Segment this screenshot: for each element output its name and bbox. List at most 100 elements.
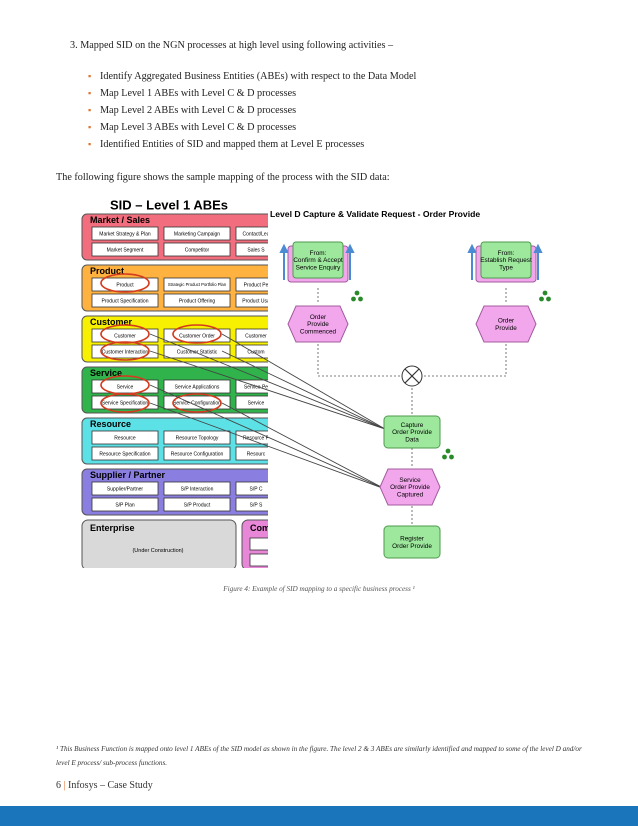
abe-label: S/P C	[250, 486, 263, 492]
abe-box	[91, 242, 159, 257]
abe-label: Customer Interaction	[102, 349, 149, 355]
activity-list: Identify Aggregated Business Entities (A…	[88, 68, 416, 153]
abe-label: Strategic Product Portfolio Plan	[168, 282, 227, 287]
page-number: 6	[56, 780, 61, 791]
state-node	[475, 305, 537, 343]
list-item: Map Level 2 ABEs with Level C & D proces…	[88, 102, 416, 119]
abe-label: Service Specification	[102, 400, 149, 406]
highlight-ring	[172, 324, 222, 344]
abe-box	[91, 481, 159, 496]
abe-label: Product Pe	[244, 282, 269, 288]
abe-box	[163, 395, 231, 410]
footer-bar	[0, 806, 638, 826]
abe-label: Service Configuration	[173, 400, 221, 406]
process-title: Level D Capture & Validate Request - Ord…	[270, 209, 480, 219]
event-node-front	[292, 241, 344, 279]
abe-label: Custom	[247, 349, 264, 355]
abe-box	[91, 344, 159, 359]
abe-label: Customer	[114, 333, 136, 339]
abe-box	[163, 446, 231, 461]
abe-box	[91, 395, 159, 410]
flow-connector	[317, 344, 400, 377]
footer-title: Infosys – Case Study	[68, 780, 153, 791]
abe-box	[163, 430, 231, 445]
abe-box	[163, 379, 231, 394]
enterprise-label: Enterprise	[90, 523, 135, 533]
state-node	[379, 468, 441, 506]
abe-label: Contact/Lea	[243, 231, 270, 237]
domain-label: Service	[90, 368, 122, 378]
abe-label: Service Pe	[244, 384, 268, 390]
org-unit-icon	[442, 448, 454, 460]
highlight-ring	[100, 324, 150, 344]
mapping-line	[221, 350, 386, 430]
abe-label: Service Applications	[175, 384, 220, 390]
abe-label: Market Strategy & Plan	[99, 231, 151, 237]
abe-box	[91, 430, 159, 445]
abe-label: S/P Plan	[115, 502, 135, 508]
figure-caption: Figure 4: Example of SID mapping to a sp…	[223, 585, 415, 593]
abe-label: Product Usa	[242, 298, 270, 304]
abe-label: Product Offering	[179, 298, 216, 304]
abe-label: Resource Configuration	[171, 451, 224, 457]
flow-arrow-icon	[279, 243, 289, 280]
abe-label: S/P S	[250, 502, 263, 508]
abe-box	[91, 226, 159, 241]
abe-box	[163, 344, 231, 359]
flow-connector	[424, 344, 507, 377]
abe-box	[163, 328, 231, 343]
highlight-ring	[172, 393, 222, 413]
function-node	[383, 525, 441, 559]
page-footer: 6 | Infosys – Case Study	[56, 780, 153, 791]
domain-label: Supplier / Partner	[90, 470, 166, 480]
mapping-line	[221, 333, 386, 430]
flow-arrow-icon	[467, 243, 477, 280]
abe-box	[91, 379, 159, 394]
mapping-line	[221, 402, 386, 490]
abe-box	[91, 277, 159, 292]
mapping-line	[149, 333, 386, 430]
abe-label: Product	[116, 282, 134, 288]
abe-box	[163, 481, 231, 496]
domain-label: Product	[90, 266, 124, 276]
list-item: Identify Aggregated Business Entities (A…	[88, 68, 416, 85]
abe-label: Sales S	[247, 247, 265, 253]
abe-label: S/P Interaction	[181, 486, 214, 492]
abe-label: Resource Specification	[99, 451, 150, 457]
abe-label: Customer Statistic	[177, 349, 218, 355]
footnote: ¹ This Business Function is mapped onto …	[56, 745, 582, 767]
sid-title: SID – Level 1 ABEs	[110, 198, 228, 213]
list-item: Map Level 1 ABEs with Level C & D proces…	[88, 85, 416, 102]
abe-box	[163, 226, 231, 241]
abe-label: Marketing Campaign	[174, 231, 220, 237]
list-item: Map Level 3 ABEs with Level C & D proces…	[88, 119, 416, 136]
abe-box	[163, 497, 231, 512]
abe-box	[91, 446, 159, 461]
abe-label: Resourc	[247, 451, 266, 457]
abe-label: Service	[117, 384, 134, 390]
abe-label: Resource Topology	[176, 435, 219, 441]
enterprise-note: (Under Construction)	[132, 548, 183, 554]
list-intro: 3. Mapped SID on the NGN processes at hi…	[70, 40, 394, 51]
mapping-line	[149, 402, 386, 490]
abe-label: Product Specification	[102, 298, 149, 304]
domain-label: Resource	[90, 419, 131, 429]
intro-paragraph: The following figure shows the sample ma…	[56, 172, 390, 183]
domain-label: Customer	[90, 317, 133, 327]
abe-label: Supplier/Partner	[107, 486, 143, 492]
state-node	[287, 305, 349, 343]
highlight-ring	[100, 341, 150, 361]
footer-separator: |	[63, 780, 66, 791]
highlight-ring	[100, 393, 150, 413]
highlight-ring	[100, 273, 150, 293]
abe-box	[91, 497, 159, 512]
list-item: Identified Entities of SID and mapped th…	[88, 136, 416, 153]
abe-label: Competitor	[185, 247, 210, 253]
